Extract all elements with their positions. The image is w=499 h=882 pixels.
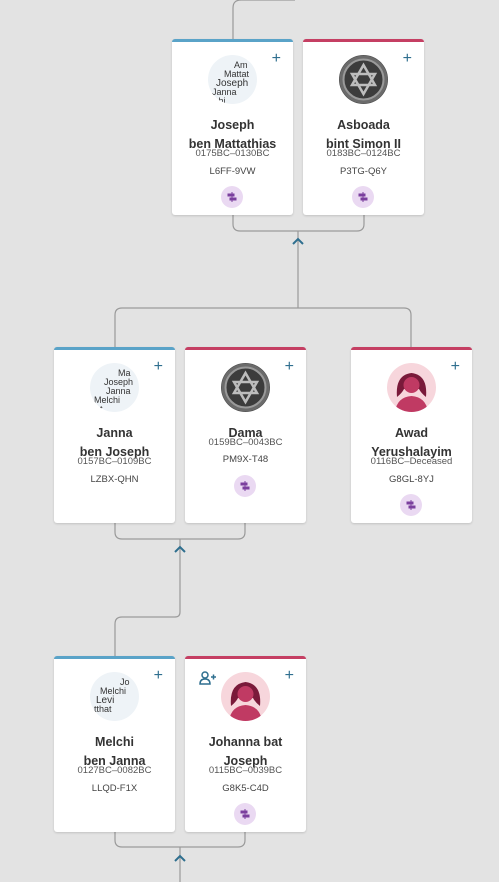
- avatar: [221, 363, 270, 412]
- life-dates: 0159BC–0043BC: [208, 437, 283, 448]
- add-icon[interactable]: +: [153, 667, 163, 684]
- person-id: L6FF-9VW: [209, 166, 256, 177]
- tree-icon[interactable]: [352, 186, 374, 208]
- person-name: Dama: [228, 426, 263, 440]
- tree-icon[interactable]: [234, 475, 256, 497]
- chevron-up-icon[interactable]: [173, 544, 187, 554]
- female-silhouette-icon: [395, 373, 428, 412]
- tree-icon[interactable]: [221, 186, 243, 208]
- avatar: Jo Melchi Levi tthat: [90, 672, 139, 721]
- chevron-up-icon[interactable]: [173, 853, 187, 863]
- life-dates: 0183BC–0124BC: [326, 148, 401, 159]
- wordcloud-portrait: Ma Joseph Janna Melchi t: [94, 368, 134, 413]
- add-icon[interactable]: +: [153, 358, 163, 375]
- person-id: G8GL-8YJ: [389, 474, 434, 485]
- life-dates: 0115BC–0039BC: [208, 765, 283, 776]
- person-id: LZBX-QHN: [90, 474, 139, 485]
- star-of-david-coin-icon: [221, 363, 270, 412]
- person-id: PM9X-T48: [222, 454, 269, 465]
- avatar: Am Mattat Joseph Janna lchi: [208, 55, 257, 104]
- person-id: G8K5-C4D: [222, 783, 269, 794]
- life-dates: 0116BC–Deceased: [370, 456, 453, 467]
- life-dates: 0157BC–0109BC: [77, 456, 152, 467]
- person-id: LLQD-F1X: [91, 783, 138, 794]
- person-card-dama[interactable]: + Dama 0159BC–0043BC PM9X-T48: [185, 347, 306, 523]
- chevron-up-icon[interactable]: [291, 236, 305, 246]
- person-id: P3TG-Q6Y: [340, 166, 387, 177]
- add-icon[interactable]: +: [450, 358, 460, 375]
- wordcloud-portrait: Jo Melchi Levi tthat: [94, 677, 130, 714]
- avatar: [387, 363, 436, 412]
- add-icon[interactable]: +: [284, 667, 294, 684]
- avatar: [339, 55, 388, 104]
- wordcloud-portrait: Am Mattat Joseph Janna lchi: [212, 60, 250, 105]
- persons-icon[interactable]: [199, 671, 217, 685]
- star-of-david-coin-icon: [339, 55, 388, 104]
- avatar: [221, 672, 270, 721]
- life-dates: 0127BC–0082BC: [77, 765, 152, 776]
- add-icon[interactable]: +: [284, 358, 294, 375]
- tree-icon[interactable]: [400, 494, 422, 516]
- tree-icon[interactable]: [234, 803, 256, 825]
- life-dates: 0175BC–0130BC: [195, 148, 270, 159]
- add-icon[interactable]: +: [402, 50, 412, 67]
- female-silhouette-icon: [229, 682, 262, 721]
- add-icon[interactable]: +: [271, 50, 281, 67]
- avatar: Ma Joseph Janna Melchi t: [90, 363, 139, 412]
